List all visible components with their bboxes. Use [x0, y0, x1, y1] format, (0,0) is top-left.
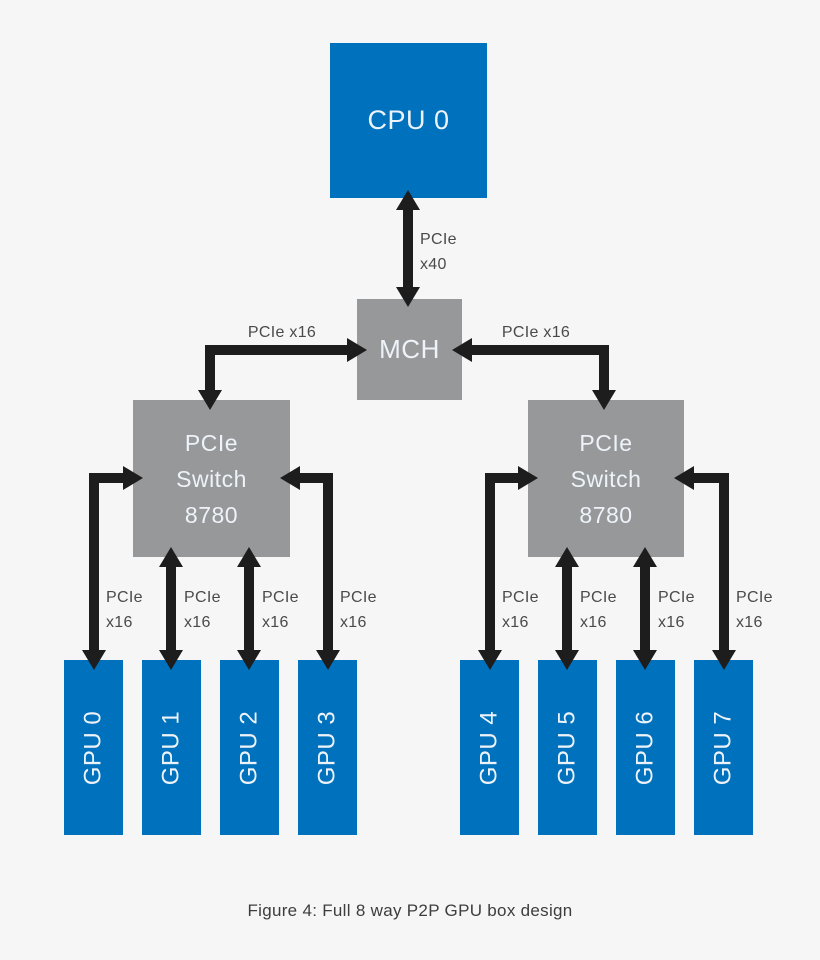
- switch-left-line1: PCIe: [184, 429, 239, 456]
- link-gpu5-label-line2: x16: [580, 613, 607, 631]
- arrowhead-down-icon: [592, 390, 616, 410]
- arrow-shaft: [403, 206, 413, 289]
- node-pcie-switch-left-label: PCIe Switch 8780: [176, 425, 247, 533]
- link-gpu2-label-line2: x16: [262, 613, 289, 631]
- link-gpu1-label: PCIe x16: [184, 586, 221, 636]
- link-gpu4-label-line1: PCIe: [502, 589, 539, 606]
- link-gpu7-label: PCIe x16: [736, 586, 773, 636]
- link-gpu1-label-line2: x16: [184, 613, 211, 631]
- arrowhead-right-icon: [123, 466, 143, 490]
- node-pcie-switch-right: PCIe Switch 8780: [528, 400, 684, 557]
- link-gpu6-label: PCIe x16: [658, 586, 695, 636]
- node-gpu2-label: GPU 2: [235, 710, 263, 785]
- arrow-shaft: [298, 473, 333, 483]
- link-gpu0-label: PCIe x16: [106, 586, 143, 636]
- arrow-shaft: [694, 473, 729, 483]
- link-gpu3-label-line1: PCIe: [340, 589, 377, 606]
- link-gpu5-label: PCIe x16: [580, 586, 617, 636]
- arrowhead-up-icon: [633, 547, 657, 567]
- link-gpu0-label-line2: x16: [106, 613, 133, 631]
- link-gpu7-label-line1: PCIe: [736, 589, 773, 606]
- arrowhead-down-icon: [82, 650, 106, 670]
- link-gpu7-label-line2: x16: [736, 613, 763, 631]
- arrow-shaft: [485, 473, 495, 652]
- switch-right-line1: PCIe: [579, 429, 633, 456]
- arrowhead-left-icon: [674, 466, 694, 490]
- arrow-shaft: [599, 345, 609, 392]
- link-gpu6-label-line2: x16: [658, 613, 685, 631]
- node-gpu3-label: GPU 3: [313, 710, 341, 785]
- node-mch-label: MCH: [379, 334, 440, 364]
- link-gpu1-label-line1: PCIe: [184, 589, 221, 606]
- arrow-shaft: [470, 345, 609, 355]
- arrowhead-up-icon: [159, 547, 183, 567]
- node-gpu0-label: GPU 0: [79, 710, 107, 785]
- link-cpu-mch-label-line2: x40: [420, 255, 447, 273]
- node-gpu4: GPU 4: [460, 660, 519, 835]
- node-gpu0: GPU 0: [64, 660, 123, 835]
- node-gpu7-label: GPU 7: [709, 710, 737, 785]
- node-cpu0-label: CPU 0: [367, 105, 450, 135]
- link-gpu3-label-line2: x16: [340, 613, 367, 631]
- arrowhead-left-icon: [280, 466, 300, 490]
- node-mch: MCH: [357, 299, 462, 400]
- node-pcie-switch-left: PCIe Switch 8780: [133, 400, 290, 557]
- figure-caption: Figure 4: Full 8 way P2P GPU box design: [247, 901, 573, 920]
- arrow-shaft: [323, 473, 333, 652]
- node-gpu6: GPU 6: [616, 660, 675, 835]
- arrowhead-down-icon: [712, 650, 736, 670]
- arrow-shaft: [89, 473, 125, 483]
- arrow-shaft: [89, 473, 99, 652]
- arrowhead-right-icon: [347, 338, 367, 362]
- link-mch-switch-left-label: PCIe x16: [247, 324, 317, 341]
- arrowhead-up-icon: [555, 547, 579, 567]
- node-cpu0: CPU 0: [330, 43, 487, 198]
- link-gpu4-label-line2: x16: [502, 613, 529, 631]
- node-gpu6-label: GPU 6: [631, 710, 659, 785]
- link-mch-switch-right-label: PCIe x16: [501, 324, 571, 341]
- arrowhead-down-icon: [633, 650, 657, 670]
- node-gpu5-label: GPU 5: [553, 710, 581, 785]
- arrowhead-down-icon: [555, 650, 579, 670]
- node-gpu7: GPU 7: [694, 660, 753, 835]
- arrow-shaft: [640, 563, 650, 652]
- switch-right-line2: Switch: [570, 465, 642, 492]
- arrow-shaft: [205, 345, 215, 392]
- arrow-shaft: [719, 473, 729, 652]
- arrowhead-down-icon: [198, 390, 222, 410]
- arrowhead-right-icon: [518, 466, 538, 490]
- arrowhead-down-icon: [396, 287, 420, 307]
- switch-left-line2: Switch: [176, 465, 247, 492]
- node-gpu3: GPU 3: [298, 660, 357, 835]
- link-gpu2-label: PCIe x16: [262, 586, 299, 636]
- arrowhead-left-icon: [452, 338, 472, 362]
- arrow-shaft: [166, 563, 176, 652]
- arrow-shaft: [485, 473, 520, 483]
- arrow-shaft: [244, 563, 254, 652]
- link-cpu-mch-label-line1: PCIe: [420, 231, 457, 248]
- arrowhead-down-icon: [478, 650, 502, 670]
- link-gpu2-label-line1: PCIe: [262, 589, 299, 606]
- link-gpu6-label-line1: PCIe: [658, 589, 695, 606]
- link-cpu-mch-label: PCIe x40: [420, 228, 457, 278]
- node-gpu2: GPU 2: [220, 660, 279, 835]
- link-gpu0-label-line1: PCIe: [106, 589, 143, 606]
- arrowhead-up-icon: [237, 547, 261, 567]
- node-gpu1-label: GPU 1: [157, 710, 185, 785]
- link-gpu4-label: PCIe x16: [502, 586, 539, 636]
- arrowhead-up-icon: [396, 190, 420, 210]
- link-gpu5-label-line1: PCIe: [580, 589, 617, 606]
- arrow-shaft: [562, 563, 572, 652]
- arrowhead-down-icon: [159, 650, 183, 670]
- arrowhead-down-icon: [316, 650, 340, 670]
- switch-left-line3: 8780: [184, 501, 239, 528]
- node-gpu1: GPU 1: [142, 660, 201, 835]
- arrowhead-down-icon: [237, 650, 261, 670]
- node-gpu5: GPU 5: [538, 660, 597, 835]
- link-gpu3-label: PCIe x16: [340, 586, 377, 636]
- switch-right-line3: 8780: [579, 501, 633, 528]
- node-gpu4-label: GPU 4: [475, 710, 503, 785]
- node-pcie-switch-right-label: PCIe Switch 8780: [571, 425, 642, 533]
- arrow-shaft: [205, 345, 349, 355]
